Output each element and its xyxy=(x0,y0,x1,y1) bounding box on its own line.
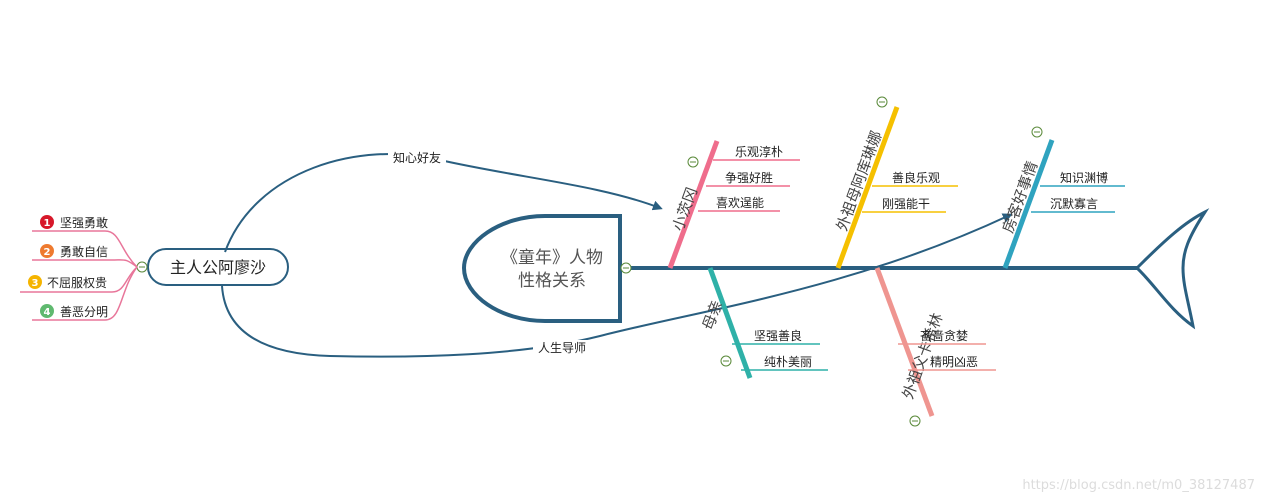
link-lower-curve xyxy=(221,213,1013,358)
link-upper-label: 知心好友 xyxy=(393,151,441,165)
connector-item-2 xyxy=(32,259,138,268)
priority-2-icon xyxy=(40,244,54,258)
head-title-line2: 性格关系 xyxy=(518,271,586,291)
link-lower-label: 人生导师 xyxy=(538,341,586,355)
priority-4-num: 4 xyxy=(44,307,51,318)
sub-item[interactable]: 知识渊博 xyxy=(1060,170,1108,185)
fish-head xyxy=(461,214,622,323)
bone-tenant xyxy=(1002,139,1055,269)
sub-item[interactable]: 精明凶恶 xyxy=(930,355,978,369)
bone-mother-label[interactable]: 母亲 xyxy=(699,298,726,332)
sub-item[interactable]: 刚强能干 xyxy=(882,197,930,211)
center-item-4[interactable]: 4 善恶分明 xyxy=(40,304,108,319)
bone-grandmother xyxy=(835,106,900,269)
priority-1-icon xyxy=(40,215,54,229)
connector-item-1 xyxy=(32,230,138,268)
priority-3-num: 3 xyxy=(32,278,39,289)
sub-item[interactable]: 沉默寡言 xyxy=(1050,196,1098,211)
bone-xiaocigang-label[interactable]: 小茨冈 xyxy=(669,185,701,233)
bone-grandfather xyxy=(874,267,935,417)
bone-xiaocigang xyxy=(667,140,720,269)
center-item-1-label: 坚强勇敢 xyxy=(60,216,108,230)
sub-item[interactable]: 争强好胜 xyxy=(725,170,773,185)
center-topic: 主人公阿廖沙 xyxy=(170,258,266,277)
priority-3-icon xyxy=(28,275,42,289)
priority-2-num: 2 xyxy=(44,247,51,258)
bone-mother xyxy=(707,267,753,379)
sub-item[interactable]: 纯朴美丽 xyxy=(764,354,812,369)
center-item-3-label: 不屈服权贵 xyxy=(47,276,107,290)
sub-item[interactable]: 乐观淳朴 xyxy=(735,144,783,159)
fish-tail xyxy=(1134,208,1210,330)
center-topic-box[interactable] xyxy=(147,248,289,286)
center-item-2-label: 勇敢自信 xyxy=(60,245,108,259)
watermark: https://blog.csdn.net/m0_38127487 xyxy=(1022,478,1255,493)
priority-1-num: 1 xyxy=(44,218,51,229)
connector-item-3 xyxy=(20,266,138,293)
center-item-1[interactable]: 1 坚强勇敢 xyxy=(40,215,108,230)
center-item-4-label: 善恶分明 xyxy=(60,304,108,319)
sub-item[interactable]: 喜欢逞能 xyxy=(716,195,764,210)
head-title-line1: 《童年》人物 xyxy=(501,248,603,268)
sub-item[interactable]: 善良乐观 xyxy=(892,170,940,185)
sub-item[interactable]: 坚强善良 xyxy=(754,328,802,343)
link-upper-label-bg xyxy=(388,150,446,166)
connector-item-4 xyxy=(32,266,138,321)
link-lower-label-bg xyxy=(533,340,591,356)
bone-grandmother-label[interactable]: 外祖母阿库琳娜 xyxy=(833,129,886,234)
center-item-2[interactable]: 2 勇敢自信 xyxy=(40,244,108,259)
center-item-3[interactable]: 3 不屈服权贵 xyxy=(28,275,107,290)
sub-item[interactable]: 吝啬贪婪 xyxy=(920,328,968,343)
priority-4-icon xyxy=(40,304,54,318)
